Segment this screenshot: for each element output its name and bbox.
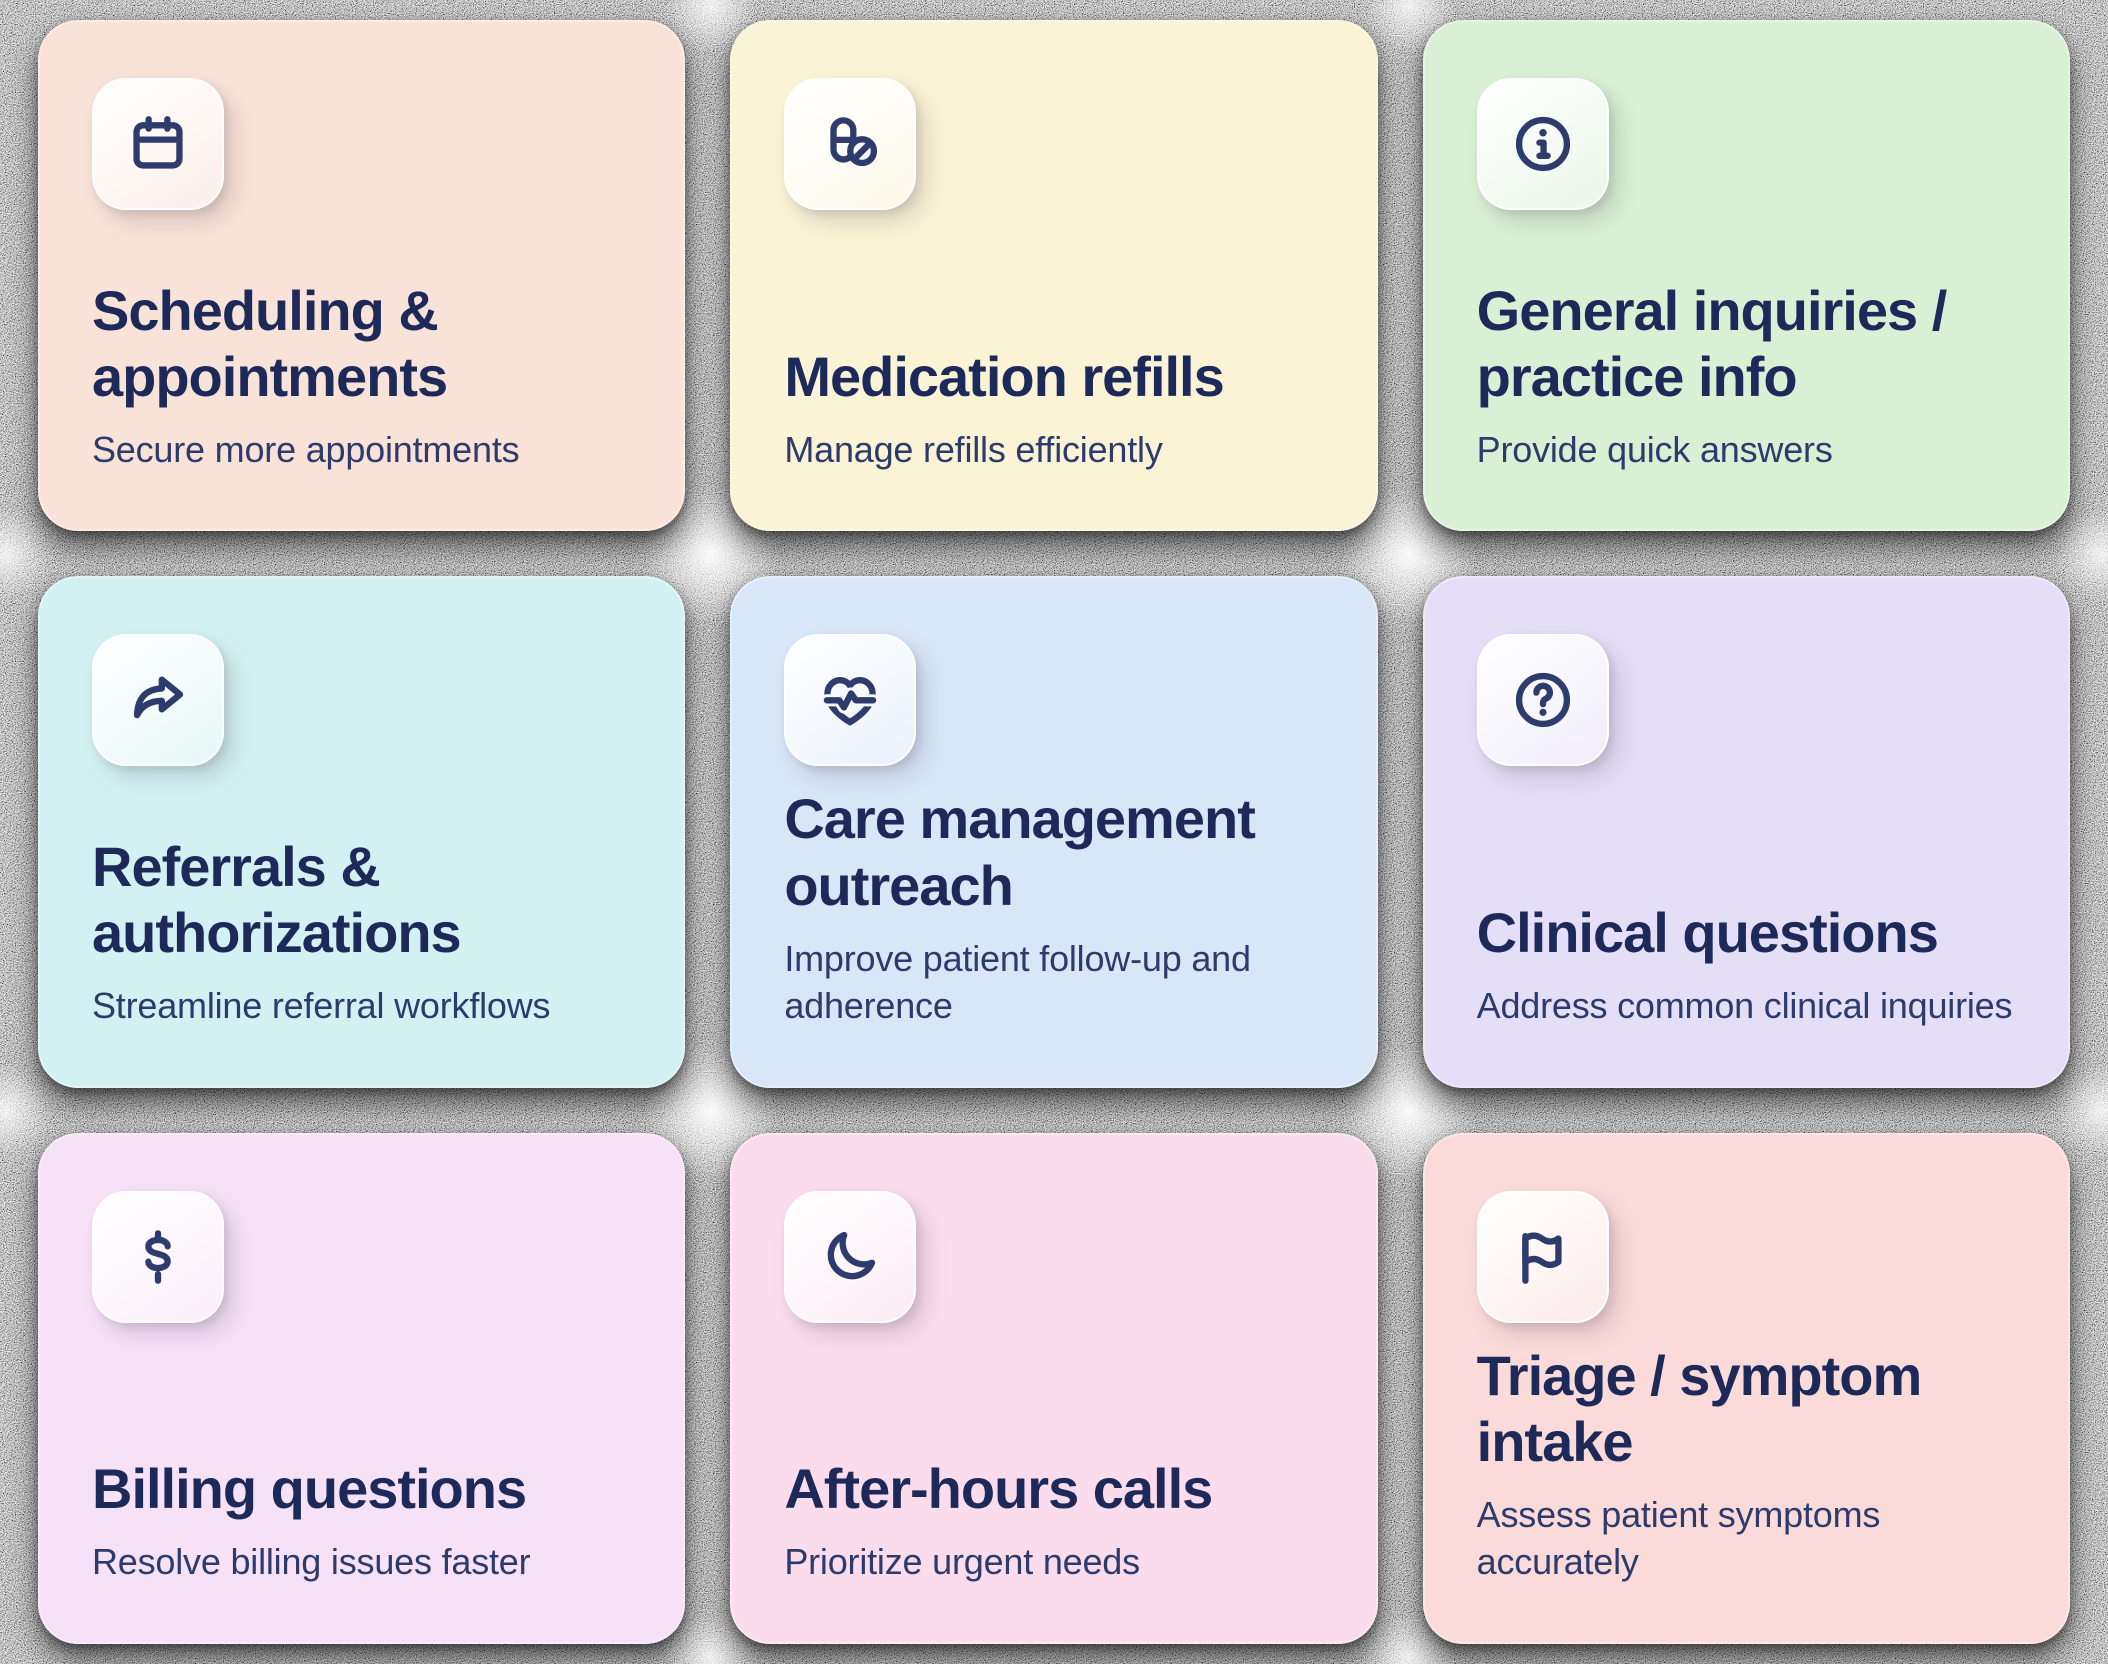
card-subtitle: Address common clinical inquiries <box>1476 985 2013 1027</box>
card-title: Scheduling & appointments <box>92 278 448 408</box>
card-clinical-questions[interactable]: Clinical questions Address common clinic… <box>1422 576 2070 1088</box>
card-scheduling-appointments[interactable]: Scheduling & appointments Secure more ap… <box>38 20 686 532</box>
icon-tile <box>784 634 917 767</box>
card-care-management-outreach[interactable]: Care management outreach Improve patient… <box>730 576 1378 1088</box>
card-title: Referrals & authorizations <box>92 834 462 965</box>
moon-icon <box>828 1231 876 1279</box>
dollar-icon <box>145 1229 171 1284</box>
question-mark-icon <box>1515 673 1570 728</box>
card-text: Clinical questions Address common clinic… <box>1477 900 2014 1030</box>
flag-icon <box>1521 1232 1562 1284</box>
share-arrow-icon <box>133 676 184 719</box>
card-after-hours-calls[interactable]: After-hours calls Prioritize urgent need… <box>730 1132 1378 1644</box>
card-subtitle: Resolve billing issues faster <box>92 1541 531 1583</box>
icon-tile <box>92 1190 224 1323</box>
card-referrals-authorizations[interactable]: Referrals & authorizations Streamline re… <box>38 576 686 1088</box>
card-general-inquiries[interactable]: General inquiries / practice info Provid… <box>1422 20 2070 532</box>
card-subtitle: Streamline referral workflows <box>92 985 551 1027</box>
card-medication-refills[interactable]: Medication refills Manage refills effici… <box>730 20 1378 532</box>
card-title: After-hours calls <box>784 1457 1213 1521</box>
icon-tile <box>92 78 224 210</box>
pill-icon <box>830 117 878 167</box>
calendar-icon <box>133 116 183 169</box>
info-icon <box>1515 116 1570 172</box>
card-subtitle: Secure more appointments <box>92 428 520 470</box>
card-subtitle: Prioritize urgent needs <box>784 1541 1140 1583</box>
card-title: General inquiries / practice info <box>1476 278 1948 408</box>
card-triage-symptom-intake[interactable]: Triage / symptom intake Assess patient s… <box>1422 1132 2070 1644</box>
card-title: Clinical questions <box>1476 901 1939 965</box>
card-text: General inquiries / practice info Provid… <box>1477 278 2014 474</box>
card-subtitle: Provide quick answers <box>1476 428 1833 470</box>
card-title: Care management outreach <box>784 787 1256 917</box>
card-subtitle: Improve patient follow-up and adherence <box>784 937 1251 1027</box>
icon-tile <box>1476 78 1609 210</box>
card-title: Triage / symptom intake <box>1476 1343 1923 1473</box>
card-text: After-hours calls Prioritize urgent need… <box>784 1456 1321 1586</box>
icon-tile <box>1476 634 1609 767</box>
card-text: Scheduling & appointments Secure more ap… <box>92 278 629 474</box>
card-text: Billing questions Resolve billing issues… <box>92 1456 629 1586</box>
card-billing-questions[interactable]: Billing questions Resolve billing issues… <box>38 1132 686 1644</box>
icon-tile <box>1476 1190 1609 1323</box>
card-text: Triage / symptom intake Assess patient s… <box>1477 1343 2014 1586</box>
icon-tile <box>92 634 224 767</box>
icon-tile <box>784 78 917 210</box>
card-subtitle: Manage refills efficiently <box>784 428 1163 470</box>
card-title: Billing questions <box>92 1457 527 1521</box>
card-text: Care management outreach Improve patient… <box>784 786 1321 1029</box>
card-text: Medication refills Manage refills effici… <box>784 344 1321 474</box>
heart-pulse-icon <box>821 677 880 726</box>
card-subtitle: Assess patient symptoms accurately <box>1476 1493 1881 1583</box>
card-text: Referrals & authorizations Streamline re… <box>92 834 629 1030</box>
card-title: Medication refills <box>784 344 1224 408</box>
icon-tile <box>784 1190 917 1323</box>
